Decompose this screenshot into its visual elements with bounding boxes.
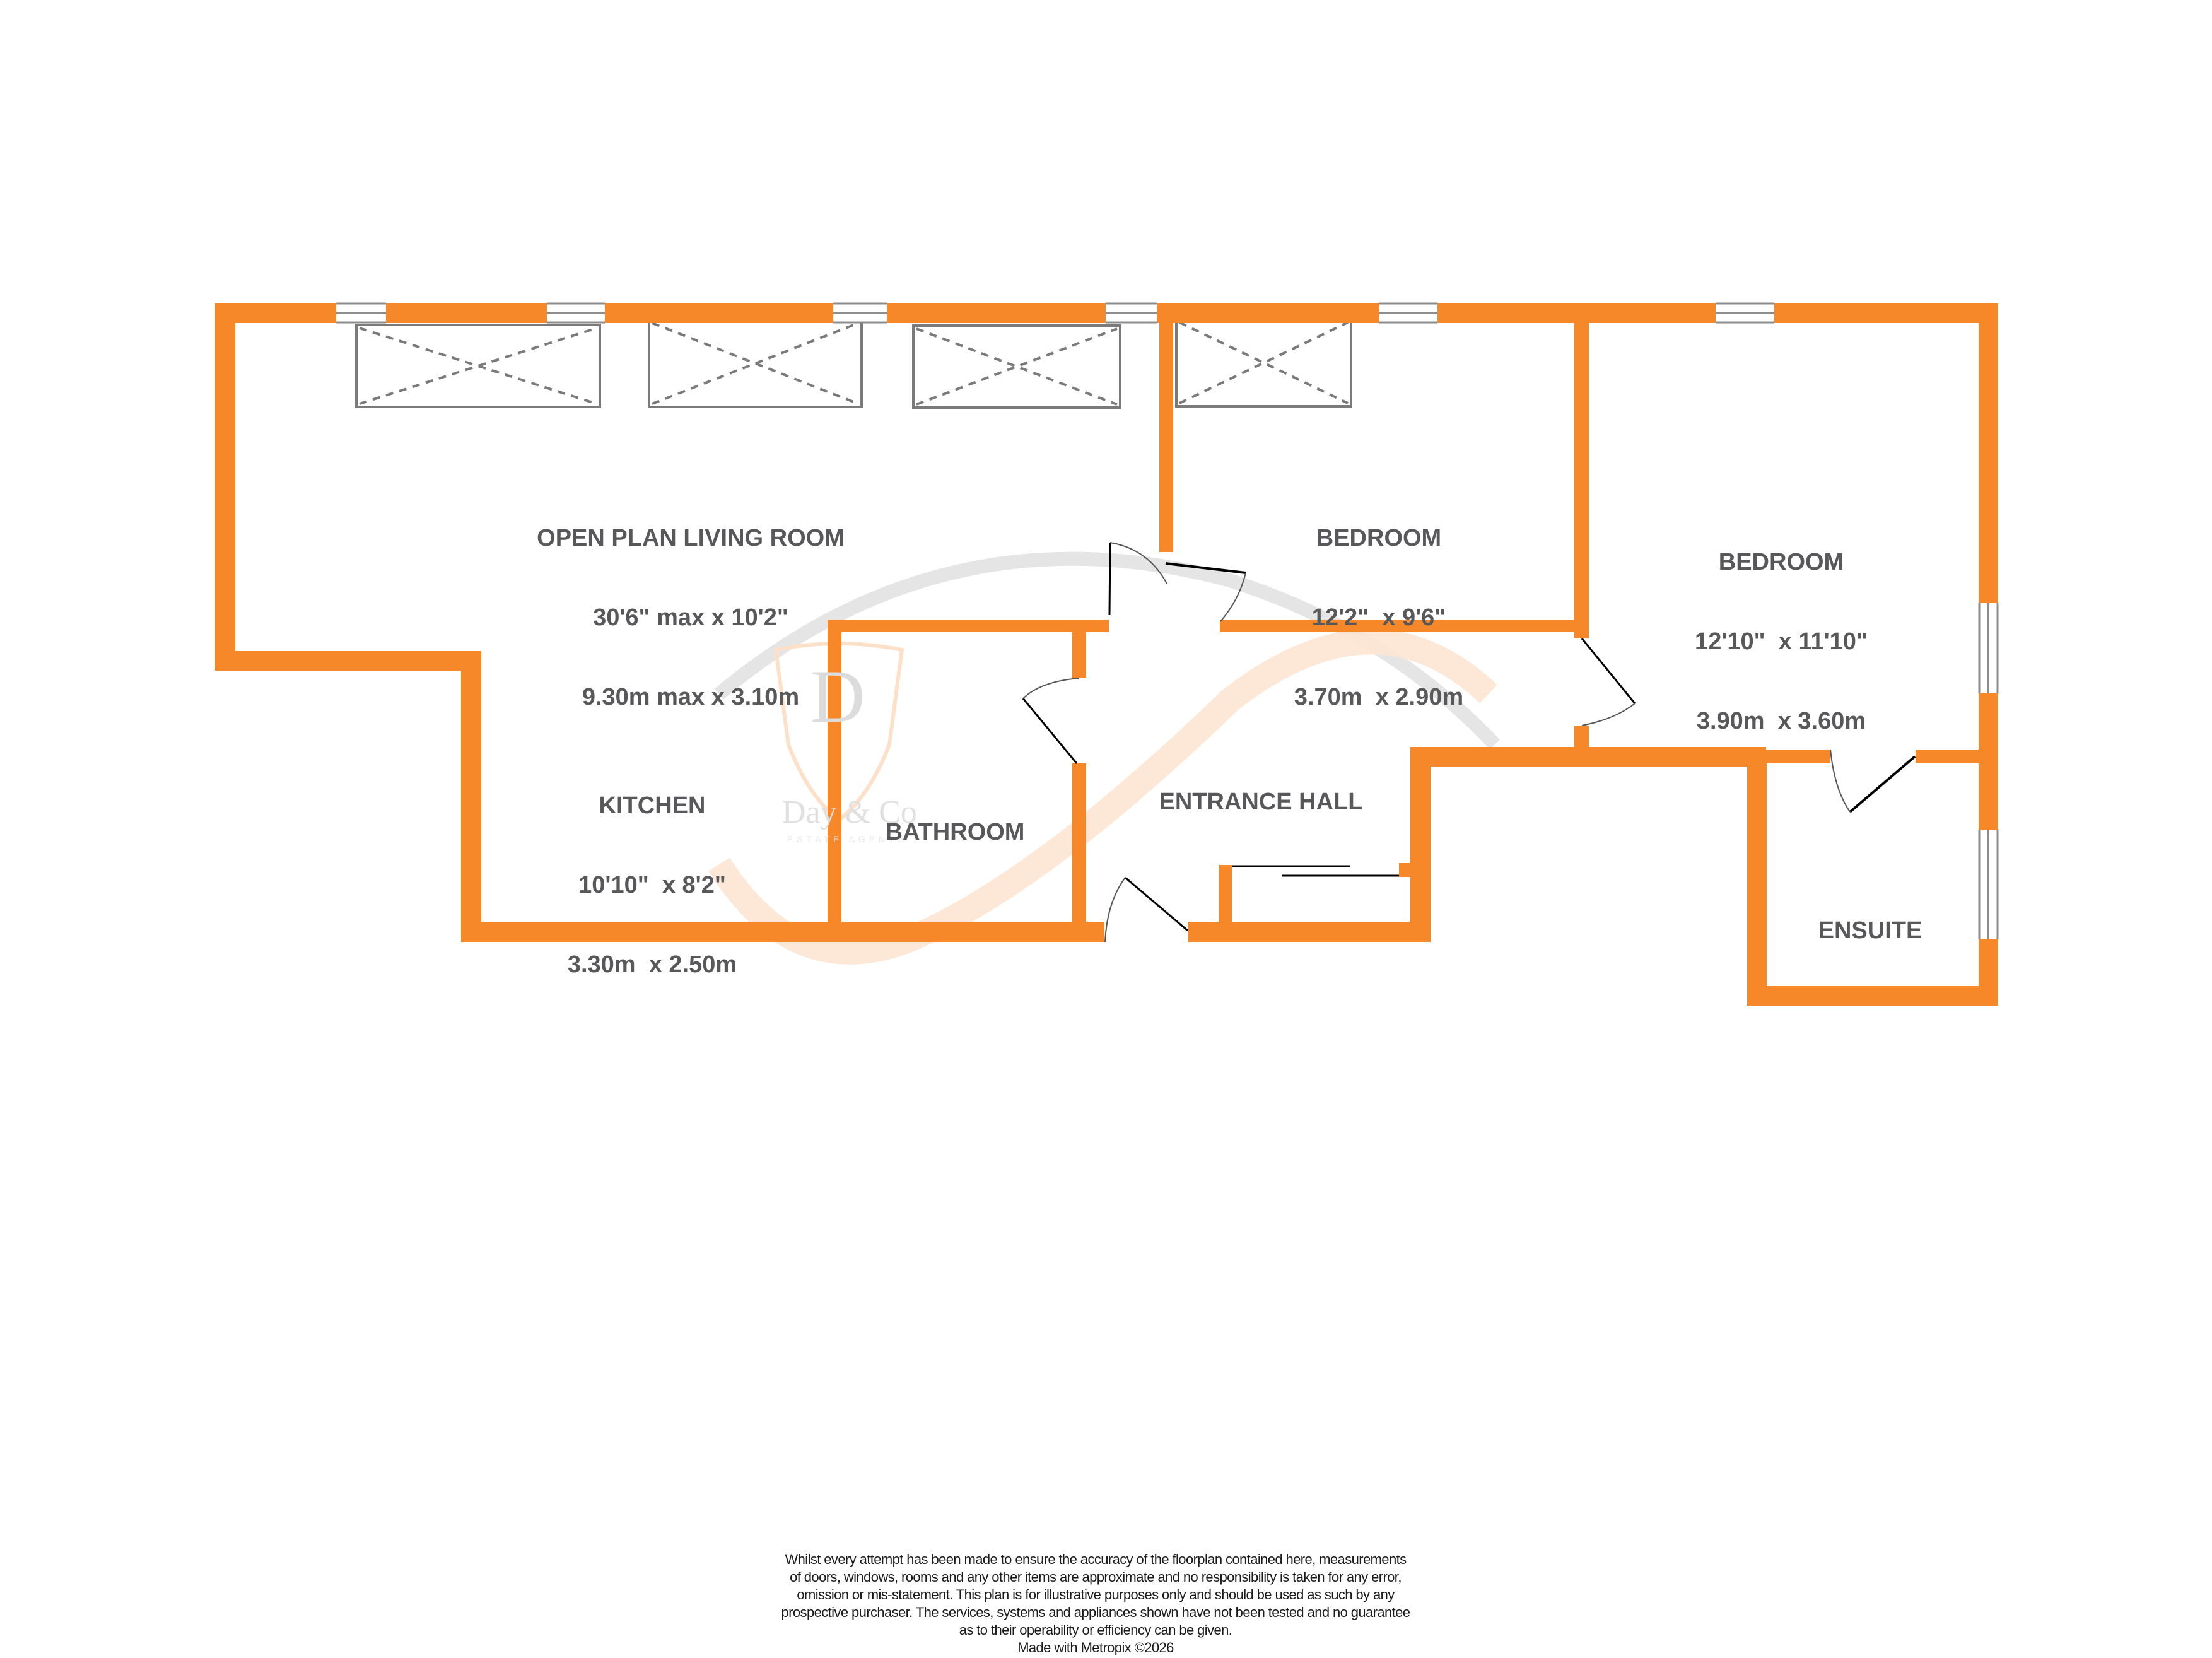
room-dim-metric: 3.70m x 2.90m xyxy=(1294,684,1464,710)
wall-ensuite-top-right xyxy=(1916,750,1998,763)
room-label-ensuite: ENSUITE xyxy=(1818,864,1922,970)
wall-bathroom-left xyxy=(828,620,841,942)
room-name: OPEN PLAN LIVING ROOM xyxy=(537,525,845,551)
window-icon xyxy=(1379,302,1437,324)
watermark-brand: Day & Co xyxy=(782,794,917,830)
room-dim-metric: 3.30m x 2.50m xyxy=(567,951,737,978)
skylight-icon xyxy=(912,324,1121,409)
window-icon xyxy=(1106,302,1157,324)
room-name: ENTRANCE HALL xyxy=(1159,789,1363,815)
room-label-entrance-hall: ENTRANCE HALL xyxy=(1159,736,1363,842)
wall-kitchen-left xyxy=(461,651,481,942)
skylights xyxy=(355,318,1352,409)
room-dim-imperial: 12'2" x 9'6" xyxy=(1311,604,1446,631)
wall-hall-step xyxy=(1410,747,1431,942)
disclaimer-line: prospective purchaser. The services, sys… xyxy=(781,1604,1411,1620)
skylight-icon xyxy=(648,319,863,408)
window-icon xyxy=(1716,302,1774,324)
room-label-bedroom2: BEDROOM 12'10" x 11'10" 3.90m x 3.60m xyxy=(1695,496,1868,761)
door-living-hall[interactable] xyxy=(1108,542,1167,616)
wall-bathroom-right-lower xyxy=(1072,763,1086,942)
wall-bathroom-right-upper xyxy=(1072,632,1086,678)
skylight-icon xyxy=(1175,318,1352,408)
room-label-living: OPEN PLAN LIVING ROOM 30'6" max x 10'2" … xyxy=(537,472,845,737)
window-icon xyxy=(833,302,887,324)
room-label-kitchen: KITCHEN 10'10" x 8'2" 3.30m x 2.50m xyxy=(568,739,737,1004)
wall-ensuite-top-left xyxy=(1747,750,1830,763)
watermark-gray-arc xyxy=(714,551,1500,750)
room-dim-metric: 3.90m x 3.60m xyxy=(1696,708,1866,734)
wall-cupboard-stub xyxy=(1399,863,1412,877)
wall-cupboard xyxy=(1219,865,1232,942)
door-bedroom1[interactable] xyxy=(1165,562,1246,622)
room-name: BEDROOM xyxy=(1718,549,1844,575)
wall-bathroom-top xyxy=(828,620,1109,632)
disclaimer-credit: Made with Metropix ©2026 xyxy=(1017,1640,1174,1655)
window-icon xyxy=(547,302,605,324)
room-dim-metric: 9.30m max x 3.10m xyxy=(582,684,800,710)
skylight-icon xyxy=(355,324,601,408)
wall-bedroom1-left xyxy=(1159,303,1173,552)
wall-ensuite-bottom xyxy=(1747,986,1998,1006)
window-icon xyxy=(1978,603,1999,693)
wall-ensuite-left xyxy=(1747,750,1767,1006)
watermark-monogram: D xyxy=(810,654,865,738)
windows xyxy=(336,302,1999,939)
room-name: ENSUITE xyxy=(1818,917,1922,944)
walls xyxy=(215,303,1998,1006)
room-dim-imperial: 30'6" max x 10'2" xyxy=(593,604,788,631)
door-bedroom2[interactable] xyxy=(1581,638,1636,726)
watermark-tagline: ESTATE AGENTS xyxy=(787,834,908,844)
window-icon xyxy=(336,302,386,324)
wall-bedroom1-bottom xyxy=(1220,620,1589,632)
disclaimer-line: of doors, windows, rooms and any other i… xyxy=(790,1569,1402,1585)
wall-left xyxy=(215,303,235,671)
cupboard-sliding-doors[interactable] xyxy=(1232,865,1399,877)
room-dim-imperial: 12'10" x 11'10" xyxy=(1695,628,1868,655)
room-name: BATHROOM xyxy=(885,819,1025,845)
disclaimer-line: as to their operability or efficiency ca… xyxy=(959,1622,1232,1638)
room-name: KITCHEN xyxy=(599,792,706,819)
wall-bottom-left xyxy=(461,922,1104,942)
door-entrance[interactable] xyxy=(1104,876,1188,943)
room-label-bathroom: BATHROOM xyxy=(886,766,1025,872)
door-ensuite[interactable] xyxy=(1830,749,1916,813)
window-icon xyxy=(1978,830,1999,939)
room-name: BEDROOM xyxy=(1316,525,1442,551)
door-bathroom[interactable] xyxy=(1022,678,1080,764)
disclaimer-line: omission or mis-statement. This plan is … xyxy=(797,1587,1395,1602)
wall-hall-bedroom2 xyxy=(1410,747,1766,767)
disclaimer: Whilst every attempt has been made to en… xyxy=(686,1551,1506,1657)
room-label-bedroom1: BEDROOM 12'2" x 9'6" 3.70m x 2.90m xyxy=(1294,472,1463,737)
room-dim-imperial: 10'10" x 8'2" xyxy=(578,872,726,898)
disclaimer-line: Whilst every attempt has been made to en… xyxy=(785,1551,1407,1567)
doors xyxy=(1022,542,1916,943)
wall-bedroom-divider xyxy=(1574,303,1589,638)
wall-step xyxy=(215,651,481,671)
